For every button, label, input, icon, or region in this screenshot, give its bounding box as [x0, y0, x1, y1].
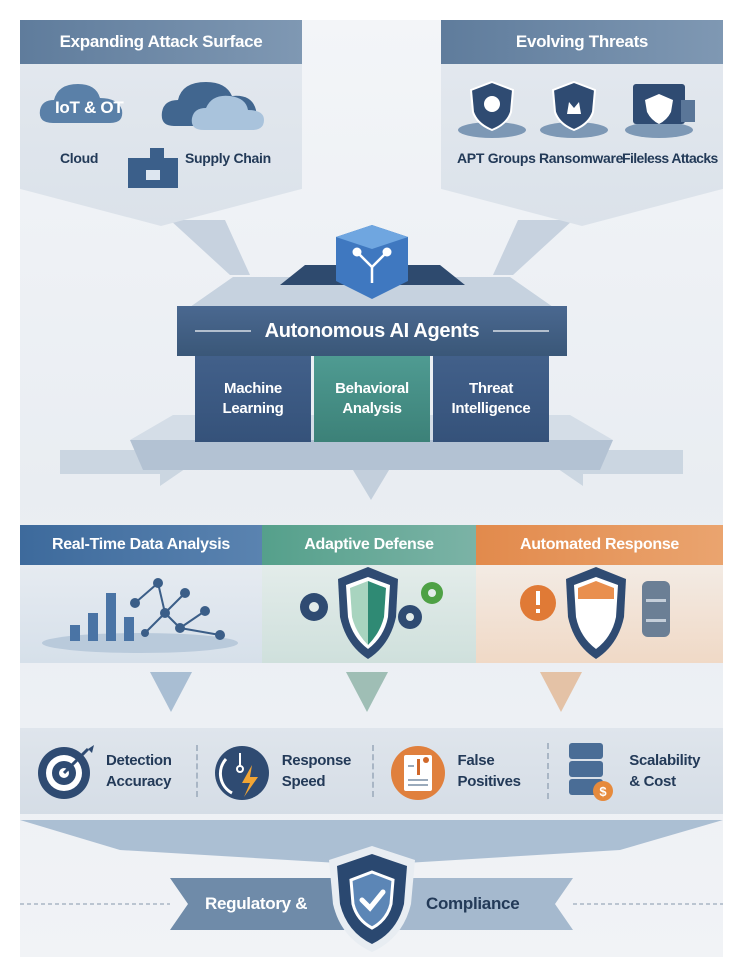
- divider: [194, 330, 251, 332]
- network-chart-icon: [42, 578, 238, 653]
- capability-title: Automated Response: [476, 525, 723, 565]
- capability-real-time-data-analysis: Real-Time Data Analysis: [20, 525, 262, 663]
- cloud-label: Cloud: [60, 150, 99, 166]
- ransomware-label: Ransomware: [539, 150, 624, 166]
- shield-check-icon: [329, 846, 415, 952]
- capability-adaptive-defense: Adaptive Defense: [262, 525, 476, 663]
- alert-shield-server-icon: [520, 567, 670, 659]
- capability-title: Real-Time Data Analysis: [20, 525, 262, 565]
- pillar-label: Analysis: [342, 400, 402, 417]
- document-flag-icon: [390, 746, 445, 800]
- fileless-attacks-label: Fileless Attacks: [622, 150, 718, 166]
- svg-text:$: $: [600, 784, 608, 799]
- metric-scalability-cost: $ Scalability & Cost: [547, 739, 723, 803]
- shield-window-icon: [625, 84, 695, 138]
- pillar-label: Intelligence: [451, 400, 531, 417]
- server-dollar-icon: $: [569, 743, 614, 801]
- attack-surface-title: Expanding Attack Surface: [20, 20, 302, 64]
- infographic: Expanding Attack Surface IoT & OT Cloud …: [20, 20, 723, 957]
- engine-title: Autonomous AI Agents: [264, 319, 480, 342]
- iot-ot-label: IoT & OT: [55, 98, 124, 117]
- pillar-label: Machine: [224, 379, 282, 397]
- ai-cube-icon: [336, 225, 408, 299]
- apt-groups-label: APT Groups: [457, 150, 536, 166]
- pillar-label: Behavioral: [335, 379, 409, 397]
- compliance-right-label: Compliance: [426, 894, 520, 913]
- metric-label: Response: [281, 752, 352, 769]
- divider: [493, 330, 550, 332]
- compliance-ribbon: [20, 878, 723, 930]
- metric-label: Accuracy: [106, 773, 172, 790]
- cloud-icon: [39, 84, 123, 123]
- metric-label: & Cost: [629, 773, 676, 790]
- stopwatch-bolt-icon: [214, 746, 269, 800]
- metric-label: Detection: [106, 752, 172, 769]
- pillar-label: Learning: [222, 400, 284, 417]
- engine-title-bar: Autonomous AI Agents: [177, 306, 567, 356]
- supply-chain-icon: [128, 148, 178, 188]
- capability-title: Adaptive Defense: [262, 525, 476, 565]
- attack-surface-panel: Expanding Attack Surface IoT & OT Cloud …: [20, 20, 302, 226]
- metric-label: Scalability: [629, 752, 701, 769]
- compliance-left-label: Regulatory &: [205, 894, 308, 913]
- cloud-icon: [161, 82, 264, 130]
- supply-chain-label: Supply Chain: [185, 150, 271, 166]
- shield-mask-icon: [458, 80, 526, 138]
- threats-panel: Evolving Threats APT Groups Ransomware F…: [441, 20, 723, 226]
- capability-automated-response: Automated Response: [476, 525, 723, 663]
- shield-gears-icon: [300, 567, 443, 659]
- flow-arrows-decoration: [20, 220, 723, 865]
- shield-bug-icon: [540, 80, 608, 138]
- metric-label: Speed: [281, 773, 326, 790]
- metric-label: False: [457, 752, 495, 769]
- pillar-label: Threat: [468, 379, 514, 397]
- target-icon: [38, 745, 94, 799]
- metric-label: Positives: [457, 773, 521, 790]
- threats-title: Evolving Threats: [441, 20, 723, 64]
